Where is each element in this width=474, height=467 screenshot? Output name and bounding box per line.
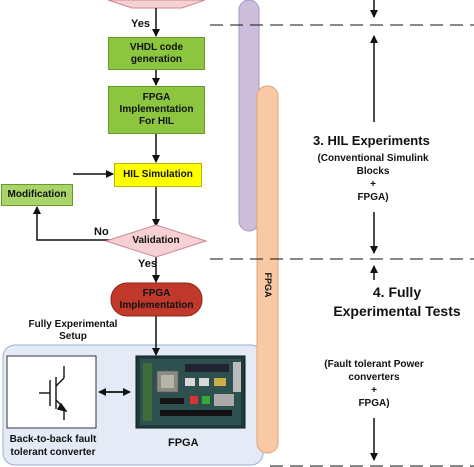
exp-desc-line-1: (Fault tolerant Power bbox=[324, 359, 424, 370]
yes-label-top: Yes bbox=[131, 18, 150, 30]
fpga-implementation-hil-box: FPGA Implementation For HIL bbox=[108, 86, 205, 134]
igbt-symbol-icon bbox=[39, 366, 68, 420]
vhdl-line-1: VHDL code bbox=[129, 41, 184, 53]
decision-diamond-top bbox=[107, 0, 206, 9]
hil-desc-line-1: (Conventional Simulink bbox=[317, 153, 429, 164]
converter-label-line-1: Back-to-back fault bbox=[9, 434, 97, 445]
exp-title-line-1: 4. Fully bbox=[372, 284, 422, 300]
validation-label: Validation bbox=[132, 235, 180, 246]
setup-title-line-2: Setup bbox=[59, 331, 87, 342]
yes-label-bottom: Yes bbox=[138, 258, 157, 270]
modification-label: Modification bbox=[7, 189, 67, 200]
vhdl-code-generation-box: VHDL code generation bbox=[108, 37, 205, 70]
hil-desc-line-3: + bbox=[370, 179, 376, 190]
experimental-tests-title: 4. Fully Experimental Tests bbox=[318, 283, 474, 321]
hil-desc-line-2: Blocks bbox=[356, 166, 390, 177]
fpga-hil-line-2: Implementation bbox=[119, 104, 194, 115]
converter-label: Back-to-back fault tolerant converter bbox=[3, 433, 103, 459]
no-label: No bbox=[94, 226, 109, 238]
experimental-tests-desc: (Fault tolerant Power converters + FPGA) bbox=[306, 358, 442, 410]
setup-title: Fully Experimental Setup bbox=[10, 319, 136, 343]
hil-desc-line-4: FPGA) bbox=[357, 192, 389, 203]
hil-simulation-box: HIL Simulation bbox=[114, 163, 202, 187]
exp-desc-line-3: + bbox=[371, 385, 377, 396]
fpga-board-image bbox=[135, 355, 246, 429]
fpga-implementation-text: FPGA Implementation bbox=[111, 283, 202, 316]
hil-simulation-label: HIL Simulation bbox=[123, 169, 193, 180]
converter-label-line-2: tolerant converter bbox=[10, 447, 96, 458]
fpga-implementation-pill bbox=[110, 282, 203, 317]
hil-experiments-title: 3. HIL Experiments bbox=[313, 133, 430, 148]
purple-bar bbox=[238, 0, 260, 232]
fpga-impl-line-1: FPGA bbox=[142, 287, 171, 299]
fpga-bar-label: FPGA bbox=[263, 272, 273, 298]
orange-bar bbox=[256, 85, 279, 454]
modification-box: Modification bbox=[1, 184, 73, 206]
fpga-impl-line-2: Implementation bbox=[119, 299, 194, 311]
exp-desc-line-4: FPGA) bbox=[358, 398, 390, 409]
arrow-no-loop bbox=[33, 206, 112, 241]
exp-desc-line-2: converters bbox=[348, 372, 400, 383]
vhdl-line-2: generation bbox=[130, 53, 183, 65]
fpga-hil-line-1: FPGA bbox=[142, 92, 171, 103]
converter-box bbox=[6, 355, 97, 429]
validation-diamond bbox=[104, 224, 208, 258]
setup-title-line-1: Fully Experimental bbox=[28, 319, 118, 330]
exp-title-line-2: Experimental Tests bbox=[333, 303, 461, 319]
fpga-hil-line-3: For HIL bbox=[139, 116, 174, 127]
fpga-board-label: FPGA bbox=[168, 437, 199, 449]
hil-experiments-desc: (Conventional Simulink Blocks + FPGA) bbox=[300, 152, 446, 204]
